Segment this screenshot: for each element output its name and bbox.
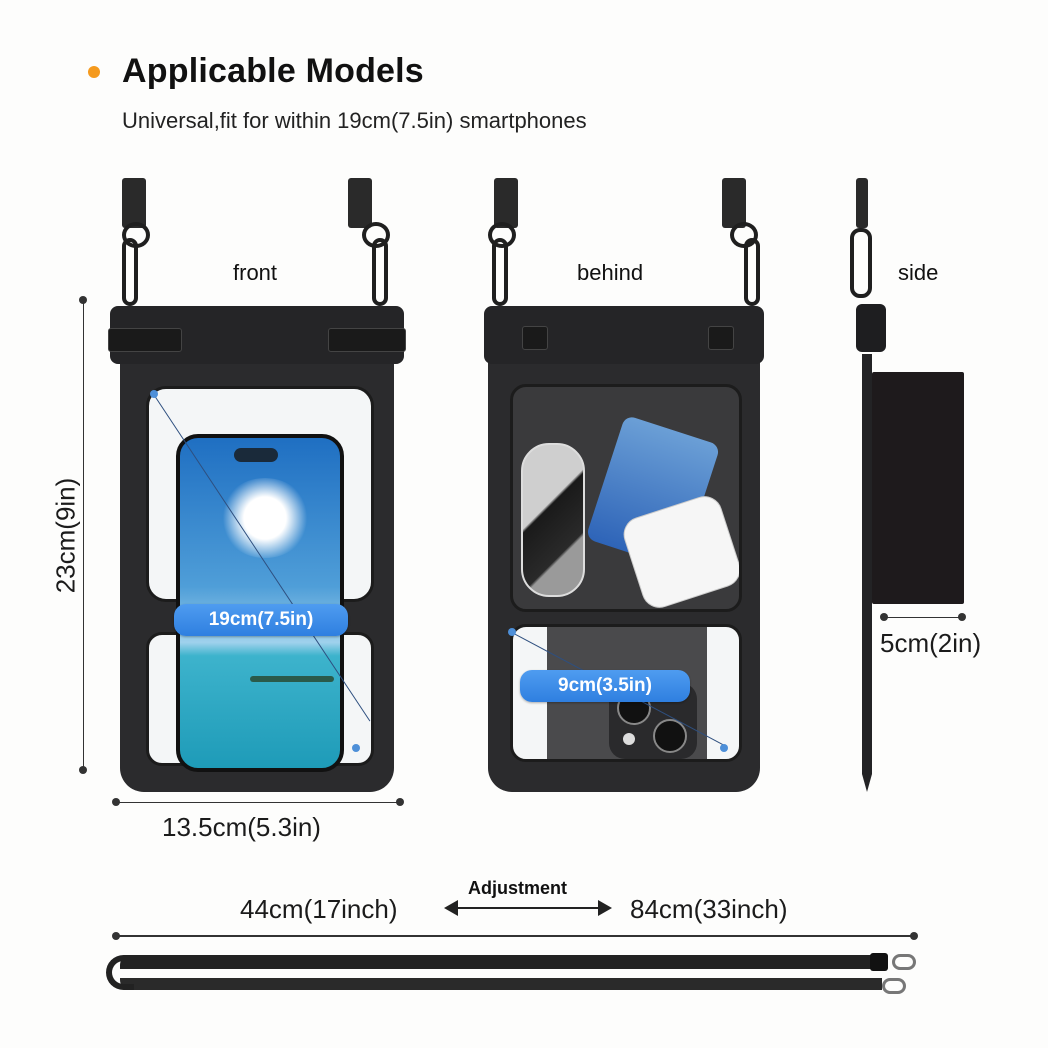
- dimension-dot: [958, 613, 966, 621]
- height-dimension-line: [83, 300, 84, 770]
- front-strap-left: [122, 178, 146, 228]
- depth-dimension-line: [884, 617, 962, 618]
- snap-hook-icon: [372, 238, 388, 306]
- depth-dimension-label: 5cm(2in): [880, 628, 982, 658]
- dimension-dot: [79, 766, 87, 774]
- dimension-dot: [79, 296, 87, 304]
- width-dimension-label: 13.5cm(5.3in): [162, 812, 321, 842]
- lanyard-min-length: 44cm(17inch): [240, 894, 398, 924]
- diagonal-size-badge: 19cm(7.5in): [174, 604, 348, 636]
- behind-strap-left: [494, 178, 518, 228]
- seal-lock-icon: [708, 326, 734, 350]
- lanyard-hook-icon: [892, 954, 916, 970]
- orange-bullet-icon: [88, 66, 100, 78]
- front-label: front: [233, 260, 278, 285]
- camera-lens-icon: [653, 719, 687, 753]
- lanyard-strap-top: [120, 955, 882, 969]
- lanyard-loop: [106, 955, 134, 990]
- behind-label: behind: [577, 260, 644, 285]
- adjustment-arrow: [454, 907, 604, 909]
- window-size-badge: 9cm(3.5in): [520, 670, 690, 702]
- dimension-dot: [910, 932, 918, 940]
- island-image: [250, 676, 334, 682]
- page-subtitle: Universal,fit for within 19cm(7.5in) sma…: [122, 108, 587, 133]
- seal-lock-icon: [522, 326, 548, 350]
- seal-lock-icon: [328, 328, 406, 352]
- side-strap: [856, 178, 868, 228]
- behind-upper-window: [510, 384, 742, 612]
- measure-dot: [150, 390, 158, 398]
- side-label: side: [898, 260, 939, 285]
- car-key-fob-icon: [521, 443, 585, 597]
- side-pouch-edge: [862, 354, 872, 774]
- measure-dot: [508, 628, 516, 636]
- lanyard-adjuster: [870, 953, 888, 971]
- cloud-image: [220, 478, 310, 558]
- lanyard-strap-bottom: [120, 978, 882, 990]
- measure-dot: [720, 744, 728, 752]
- page-title: Applicable Models: [122, 52, 424, 90]
- arrow-left-icon: [444, 900, 458, 916]
- snap-hook-icon: [744, 238, 760, 306]
- phone-dynamic-island: [234, 448, 278, 462]
- arrow-right-icon: [598, 900, 612, 916]
- adjustment-label: Adjustment: [468, 878, 567, 898]
- dimension-dot: [112, 798, 120, 806]
- measure-dot: [352, 744, 360, 752]
- front-strap-right: [348, 178, 372, 228]
- width-dimension-line: [116, 802, 400, 803]
- smartphone-image: [176, 434, 344, 772]
- seal-lock-icon: [108, 328, 182, 352]
- dimension-dot: [880, 613, 888, 621]
- flash-icon: [623, 733, 635, 745]
- snap-hook-icon: [850, 228, 872, 298]
- snap-hook-icon: [122, 238, 138, 306]
- behind-strap-right: [722, 178, 746, 228]
- dimension-dot: [112, 932, 120, 940]
- lanyard-hook-icon: [882, 978, 906, 994]
- side-buckle: [856, 304, 886, 352]
- lanyard-dimension-line: [116, 935, 916, 937]
- dimension-dot: [396, 798, 404, 806]
- side-pouch-body: [872, 372, 964, 604]
- lanyard-max-length: 84cm(33inch): [630, 894, 788, 924]
- height-dimension-label: 23cm(9in): [50, 477, 81, 594]
- snap-hook-icon: [492, 238, 508, 306]
- side-pouch-tip: [862, 774, 872, 792]
